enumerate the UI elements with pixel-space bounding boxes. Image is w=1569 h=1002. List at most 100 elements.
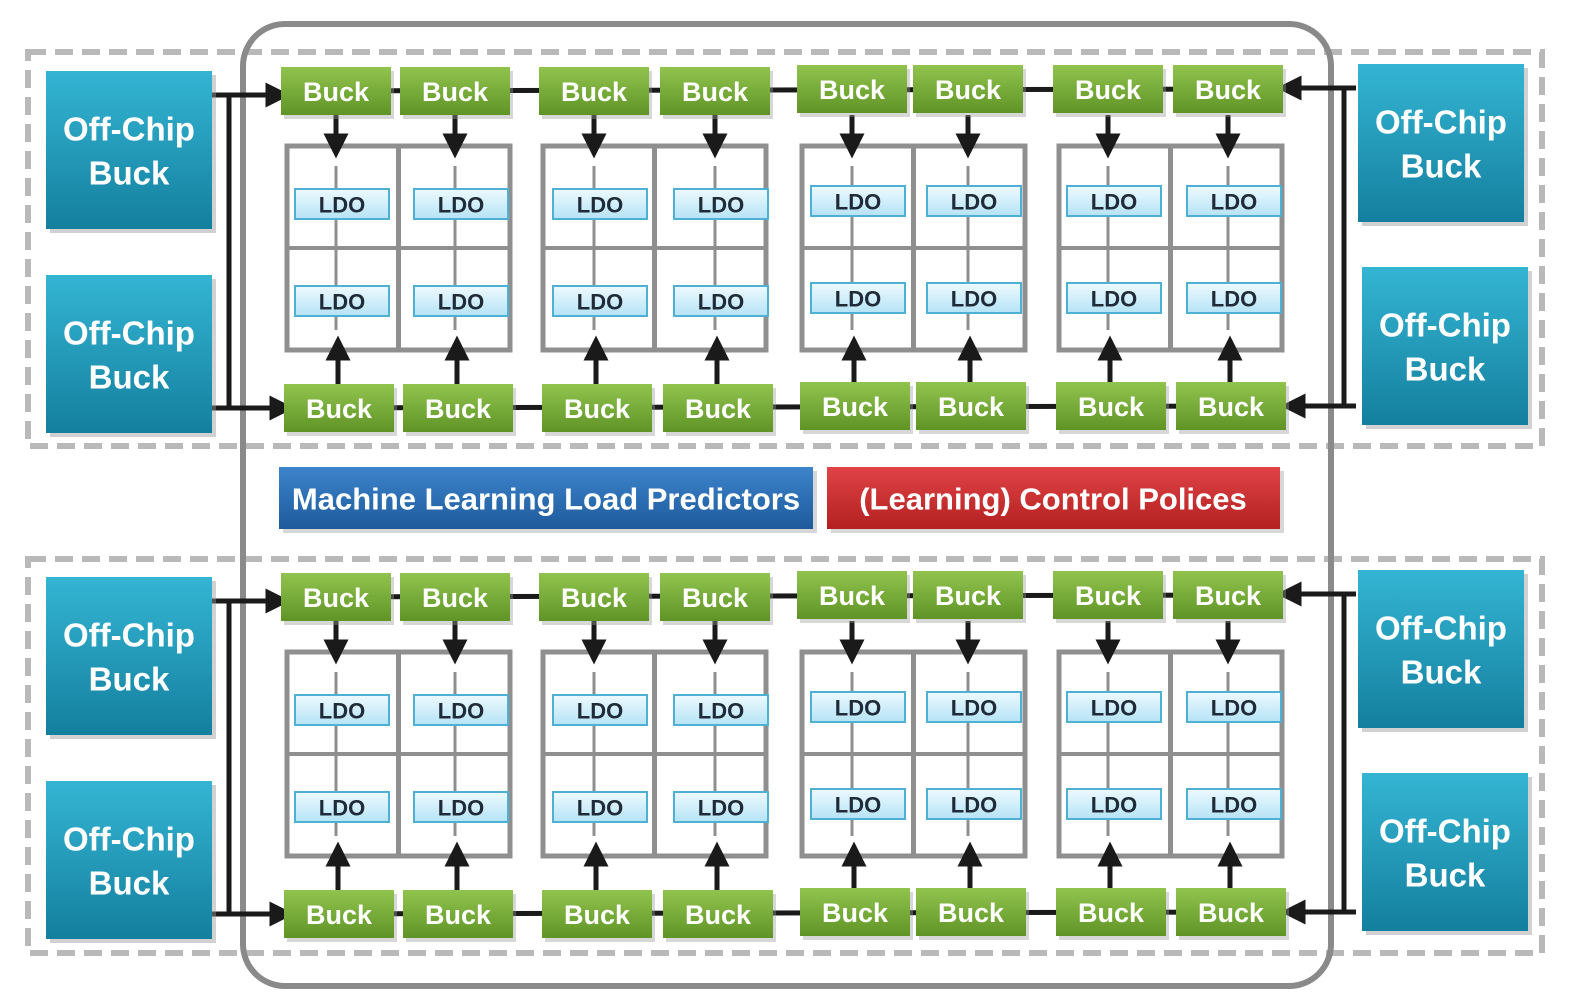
ldo-box xyxy=(552,694,648,726)
ldo-box xyxy=(294,285,390,317)
ldo-label: LDO xyxy=(951,696,997,721)
ldo-label: LDO xyxy=(319,699,365,724)
buck-block: Buck xyxy=(916,888,1029,940)
buck-box xyxy=(403,890,513,938)
ldo-block: LDO xyxy=(1186,185,1282,217)
ldo-grid xyxy=(540,143,769,353)
ldo-box xyxy=(413,188,509,220)
ldo-block: LDO xyxy=(1186,788,1282,820)
offchip-box xyxy=(1362,773,1528,931)
buck-block: Buck xyxy=(800,382,913,434)
ml-predictors-label: Machine Learning Load Predictors xyxy=(292,482,800,517)
ldo-block: LDO xyxy=(926,185,1022,217)
offchip-label-line1: Off-Chip xyxy=(1379,307,1511,344)
buck-box xyxy=(1056,888,1166,936)
ldo-box xyxy=(552,188,648,220)
ldo-label: LDO xyxy=(835,190,881,215)
buck-label: Buck xyxy=(819,581,886,611)
buck-box xyxy=(400,573,510,621)
ldo-label: LDO xyxy=(951,287,997,312)
buck-box xyxy=(800,382,910,430)
buck-block: Buck xyxy=(284,384,397,436)
buck-box xyxy=(916,382,1026,430)
ldo-block: LDO xyxy=(294,791,390,823)
ldo-box xyxy=(926,185,1022,217)
offchip-label-line2: Buck xyxy=(89,359,170,396)
ldo-block: LDO xyxy=(413,694,509,726)
ldo-box xyxy=(552,285,648,317)
ldo-block: LDO xyxy=(294,188,390,220)
buck-label: Buck xyxy=(682,77,749,107)
buck-box xyxy=(284,384,394,432)
buck-box xyxy=(1176,888,1286,936)
buck-label: Buck xyxy=(425,900,492,930)
buck-label: Buck xyxy=(306,900,373,930)
upper-domain-frame xyxy=(25,49,1545,449)
buck-block: Buck xyxy=(400,67,513,119)
buck-block: Buck xyxy=(1176,382,1289,434)
ldo-box xyxy=(413,285,509,317)
offchip-box xyxy=(1358,64,1524,222)
buck-block: Buck xyxy=(539,67,652,119)
ldo-box xyxy=(294,188,390,220)
offchip-label-line1: Off-Chip xyxy=(63,315,195,352)
ldo-label: LDO xyxy=(438,193,484,218)
buck-label: Buck xyxy=(1195,75,1262,105)
ldo-label: LDO xyxy=(319,290,365,315)
buck-block: Buck xyxy=(1173,571,1286,623)
ldo-label: LDO xyxy=(577,290,623,315)
ldo-label: LDO xyxy=(577,699,623,724)
ldo-grid xyxy=(284,649,513,859)
blocks-layer: BuckBuckBuckBuckBuckBuckBuckBuckBuckBuck… xyxy=(46,64,1532,943)
ldo-block: LDO xyxy=(552,694,648,726)
offchip-label-line1: Off-Chip xyxy=(1375,104,1507,141)
ldo-label: LDO xyxy=(1211,190,1257,215)
buck-box xyxy=(539,67,649,115)
ldo-label: LDO xyxy=(438,796,484,821)
buck-box xyxy=(913,571,1023,619)
ldo-label: LDO xyxy=(577,193,623,218)
buck-label: Buck xyxy=(822,898,889,928)
offchip-box xyxy=(1362,267,1528,425)
ldo-label: LDO xyxy=(835,793,881,818)
ldo-label: LDO xyxy=(698,699,744,724)
ldo-block: LDO xyxy=(413,188,509,220)
buck-label: Buck xyxy=(564,900,631,930)
buck-block: Buck xyxy=(542,890,655,942)
ldo-box xyxy=(926,788,1022,820)
buck-label: Buck xyxy=(1198,898,1265,928)
buck-block: Buck xyxy=(539,573,652,625)
ldo-block: LDO xyxy=(1066,185,1162,217)
buck-block: Buck xyxy=(660,67,773,119)
buck-label: Buck xyxy=(422,77,489,107)
ldo-block: LDO xyxy=(926,788,1022,820)
buck-block: Buck xyxy=(797,65,910,117)
buck-label: Buck xyxy=(938,898,1005,928)
buck-box xyxy=(1176,382,1286,430)
ldo-block: LDO xyxy=(552,285,648,317)
buck-block: Buck xyxy=(542,384,655,436)
buck-box xyxy=(1173,65,1283,113)
ldo-box xyxy=(926,282,1022,314)
ldo-block: LDO xyxy=(673,285,769,317)
ldo-box xyxy=(810,282,906,314)
ldo-label: LDO xyxy=(698,796,744,821)
buck-label: Buck xyxy=(938,392,1005,422)
ldo-block: LDO xyxy=(1186,691,1282,723)
chip-outline xyxy=(240,21,1334,989)
buck-box xyxy=(1053,65,1163,113)
buck-box xyxy=(800,888,910,936)
ldo-box xyxy=(1066,788,1162,820)
ldo-block: LDO xyxy=(1066,788,1162,820)
ldo-box xyxy=(810,185,906,217)
ldo-block: LDO xyxy=(810,788,906,820)
ldo-label: LDO xyxy=(951,190,997,215)
ldo-box xyxy=(673,791,769,823)
buck-box xyxy=(542,384,652,432)
ldo-grid xyxy=(284,143,513,353)
ldo-grid xyxy=(540,649,769,859)
ldo-block: LDO xyxy=(1066,282,1162,314)
buck-box xyxy=(660,573,770,621)
